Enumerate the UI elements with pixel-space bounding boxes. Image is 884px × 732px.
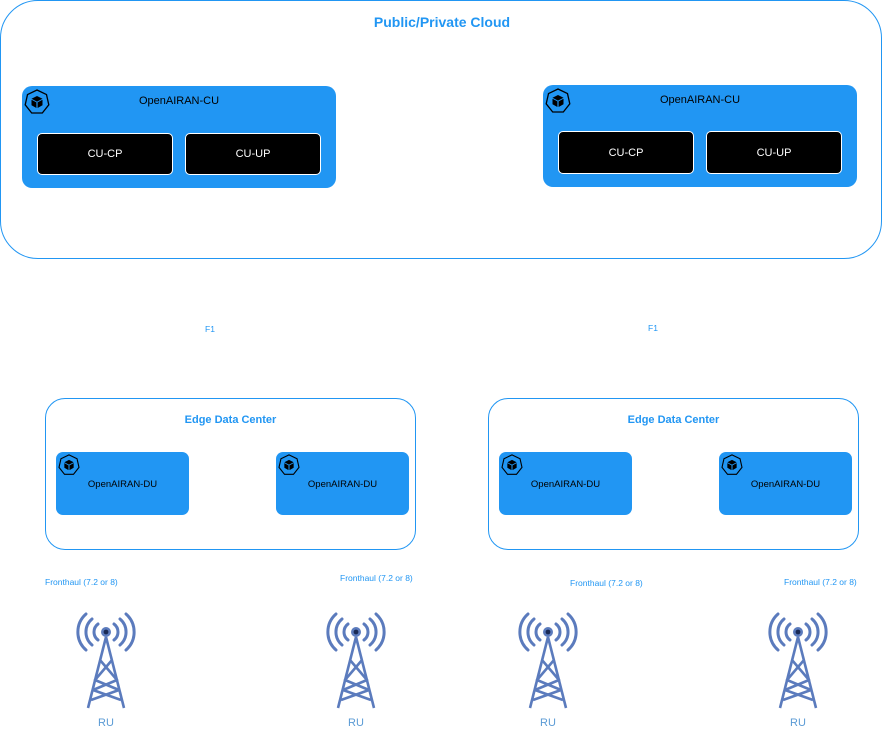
du-box[interactable]: OpenAIRAN-DU <box>56 452 189 515</box>
f1-label-left: F1 <box>205 324 215 334</box>
edge-data-center-right: Edge Data Center OpenAIRAN-DU OpenAIRAN-… <box>488 398 859 550</box>
cu-title: OpenAIRAN-CU <box>659 94 741 106</box>
fronthaul-label: Fronthaul (7.2 or 8) <box>570 578 643 588</box>
du-box[interactable]: OpenAIRAN-DU <box>276 452 409 515</box>
edge-title: Edge Data Center <box>627 414 720 426</box>
kubernetes-cube-icon <box>278 454 300 476</box>
cu-up-box[interactable]: CU-UP <box>185 133 321 175</box>
du-box[interactable]: OpenAIRAN-DU <box>719 452 852 515</box>
cu-title: OpenAIRAN-CU <box>138 95 220 107</box>
cu-unit-left[interactable]: OpenAIRAN-CU CU-CP CU-UP <box>22 86 336 188</box>
cu-up-box[interactable]: CU-UP <box>706 131 842 174</box>
cu-cp-box[interactable]: CU-CP <box>558 131 694 174</box>
ru-label: RU <box>790 717 806 729</box>
fronthaul-label: Fronthaul (7.2 or 8) <box>45 577 118 587</box>
f1-label-right: F1 <box>648 323 658 333</box>
kubernetes-cube-icon <box>721 454 743 476</box>
radio-tower-icon <box>518 609 578 711</box>
radio-tower-icon <box>768 609 828 711</box>
fronthaul-label: Fronthaul (7.2 or 8) <box>784 577 857 587</box>
cu-unit-right[interactable]: OpenAIRAN-CU CU-CP CU-UP <box>543 85 857 187</box>
edge-data-center-left: Edge Data Center OpenAIRAN-DU OpenAIRAN-… <box>45 398 416 550</box>
cu-up-label: CU-UP <box>235 148 271 160</box>
du-label: OpenAIRAN-DU <box>750 479 821 490</box>
du-box[interactable]: OpenAIRAN-DU <box>499 452 632 515</box>
cu-cp-label: CU-CP <box>87 148 123 160</box>
du-label: OpenAIRAN-DU <box>307 479 378 490</box>
radio-tower-icon <box>76 609 136 711</box>
ru-label: RU <box>348 717 364 729</box>
kubernetes-cube-icon <box>58 454 80 476</box>
cloud-title: Public/Private Cloud <box>373 14 511 30</box>
cu-cp-box[interactable]: CU-CP <box>37 133 173 175</box>
cu-up-label: CU-UP <box>756 146 792 159</box>
edge-title: Edge Data Center <box>184 414 277 426</box>
kubernetes-cube-icon <box>501 454 523 476</box>
radio-tower-icon <box>326 609 386 711</box>
cu-cp-label: CU-CP <box>608 146 644 159</box>
du-label: OpenAIRAN-DU <box>87 479 158 490</box>
ru-label: RU <box>540 717 556 729</box>
ru-label: RU <box>98 717 114 729</box>
fronthaul-label: Fronthaul (7.2 or 8) <box>340 573 413 583</box>
du-label: OpenAIRAN-DU <box>530 479 601 490</box>
